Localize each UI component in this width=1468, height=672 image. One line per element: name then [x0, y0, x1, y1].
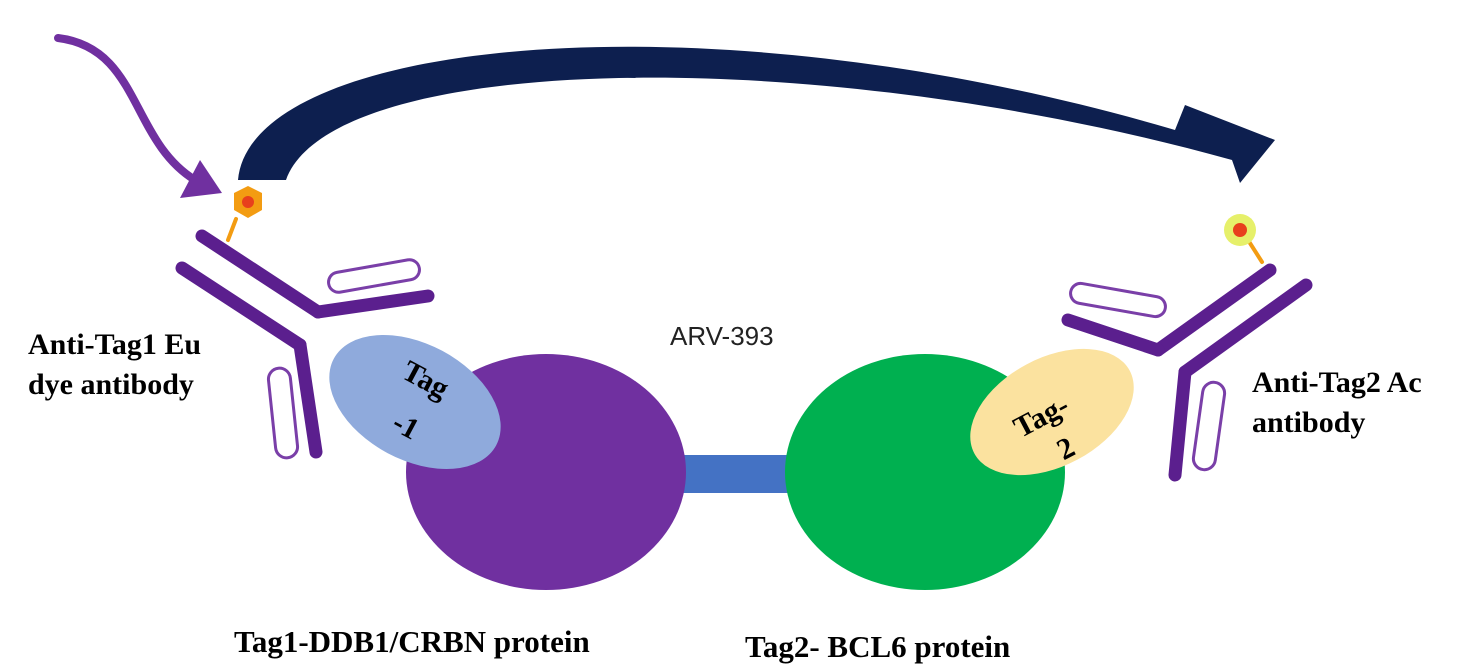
- energy-transfer-arc: [238, 46, 1275, 183]
- tag1-ellipse: [329, 335, 501, 469]
- left-protein-label: Tag1-DDB1/CRBN protein: [234, 624, 590, 659]
- tag2-ellipse: [970, 348, 1134, 476]
- left-antibody-label-line1: Anti-Tag1 Eu: [28, 328, 201, 361]
- right-antibody-label-line1: Anti-Tag2 Ac: [1252, 366, 1422, 399]
- excitation-arrow-head: [180, 160, 222, 198]
- left-antibody-label-line2: dye antibody: [28, 368, 194, 401]
- energy-transfer-arrow: [238, 46, 1275, 183]
- linker-label: ARV-393: [670, 321, 774, 351]
- excitation-arrow-shaft: [54, 34, 199, 184]
- acceptor-dye-icon: [1224, 214, 1256, 246]
- right-protein-label: Tag2- BCL6 protein: [745, 629, 1010, 664]
- right-antibody-label-line2: antibody: [1252, 406, 1365, 439]
- right-antibody: [1061, 238, 1313, 482]
- donor-dye-icon: [234, 186, 262, 218]
- excitation-arrow: [54, 34, 222, 198]
- left-antibody: [175, 217, 435, 460]
